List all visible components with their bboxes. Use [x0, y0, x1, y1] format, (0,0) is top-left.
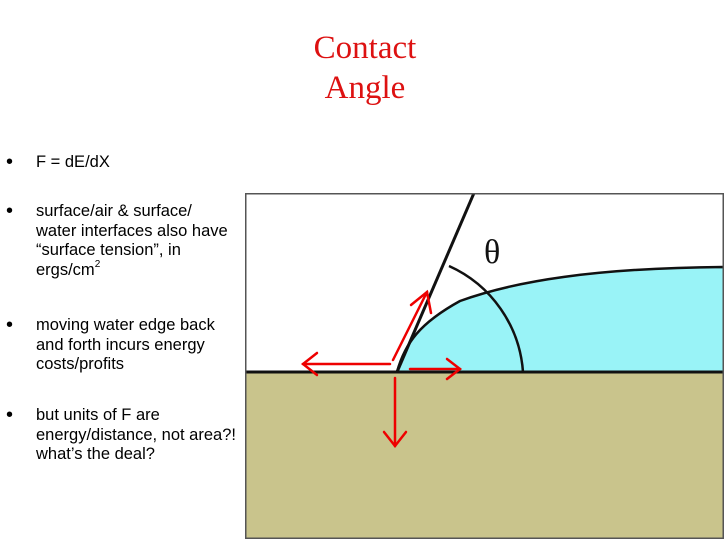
slide-title-line-1: Contact: [313, 30, 417, 66]
contact-angle-diagram: θ: [245, 193, 724, 539]
arrow-tangent-up-icon: [391, 290, 429, 362]
arrow-right-head: [445, 357, 463, 381]
bullet-text: moving water edge back and forth incurs …: [36, 316, 215, 373]
bullet-dot-icon: •: [6, 200, 14, 222]
slide-title: Contact Angle: [270, 28, 460, 108]
superscript-2: 2: [94, 259, 101, 270]
bullet-text: but units of F are energy/distance, not …: [36, 406, 236, 463]
bullet-item: • moving water edge back and forth incur…: [6, 314, 236, 375]
arrow-left-head: [300, 351, 319, 377]
arrow-tangent-up-head: [409, 289, 433, 315]
bullet-item: • F = dE/dX: [6, 151, 236, 173]
bullet-text: F = dE/dX: [36, 153, 110, 171]
bullet-dot-icon: •: [6, 151, 14, 173]
water-droplet: [395, 265, 723, 374]
bullet-item: • surface/air & surface/ water interface…: [6, 200, 236, 280]
substrate-surface: [246, 372, 723, 538]
bullet-text: surface/air & surface/ water interfaces …: [36, 202, 228, 279]
diagram-frame: [245, 193, 724, 539]
tangent-line: [395, 194, 476, 373]
arrow-down-head: [382, 430, 408, 449]
slide-title-line-2: Angle: [324, 70, 406, 106]
angle-arc: [448, 264, 525, 373]
theta-label: θ: [484, 234, 500, 271]
bullet-item: • but units of F are energy/distance, no…: [6, 404, 236, 465]
bullet-text-wrap: surface/air & surface/ water interfaces …: [36, 202, 236, 280]
bullet-dot-icon: •: [6, 404, 14, 426]
bullet-dot-icon: •: [6, 314, 14, 336]
force-arrows: [300, 289, 463, 449]
bullet-list: • F = dE/dX • surface/air & surface/ wat…: [0, 0, 240, 546]
